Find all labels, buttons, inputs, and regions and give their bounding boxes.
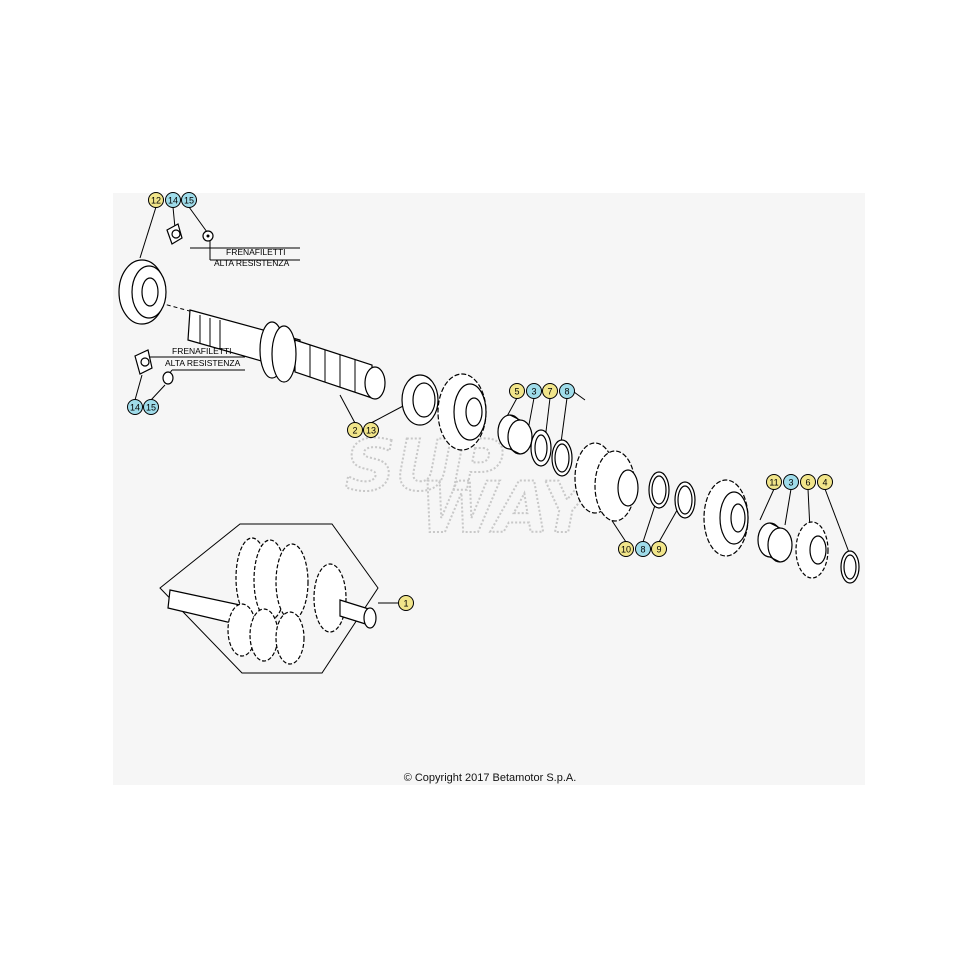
callout-bubble [635,541,651,557]
callout-3: 3 [783,474,799,490]
callout-bubble [559,383,575,399]
callout-number: 3 [531,387,536,397]
callout-number: 9 [656,545,661,555]
callout-number: 2 [352,426,357,436]
callout-bubble [542,383,558,399]
washer-b [648,471,696,519]
callout-number: 11 [769,478,778,488]
callout-6: 6 [800,474,816,490]
callout-number: 7 [547,387,552,397]
callout-7: 7 [542,383,558,399]
callouts: 12 14 15 14 15 2 13 5 3 7 8 10 8 9 11 3 6 4 1 [127,192,833,611]
callout-bubble [165,192,181,208]
copyright-text: © Copyright 2017 Betamotor S.p.A. [403,772,577,784]
callout-8: 8 [635,541,651,557]
callout-number: 1 [403,599,408,609]
callout-2: 2 [347,422,363,438]
callout-3: 3 [526,383,542,399]
callout-number: 14 [130,403,140,413]
gear-c [703,479,749,557]
callout-bubble [509,383,525,399]
callout-number: 5 [514,387,519,397]
note-left-line2: ALTA RESISTENZA [165,358,241,368]
callout-number: 10 [621,545,631,555]
callout-bubble [526,383,542,399]
callout-bubble [363,422,379,438]
main-shaft [118,223,439,426]
callout-5: 5 [509,383,525,399]
bearing-left [118,259,167,325]
note-left-line1: FRENAFILETTI [172,346,232,356]
callout-number: 6 [805,478,810,488]
needle-bearing-b [757,522,793,563]
callout-bubble [148,192,164,208]
callout-bubble [181,192,197,208]
callout-number: 15 [184,196,194,206]
callout-14: 14 [127,399,143,415]
callout-number: 4 [822,478,827,488]
note-left: FRENAFILETTI ALTA RESISTENZA [165,346,241,368]
callout-bubble [347,422,363,438]
gear-b [574,442,639,522]
callout-15: 15 [181,192,197,208]
note-top-line2: ALTA RESISTENZA [214,258,290,268]
callout-number: 15 [146,403,156,413]
bearing-right [401,374,439,426]
callout-8: 8 [559,383,575,399]
callout-number: 14 [168,196,178,206]
callout-9: 9 [651,541,667,557]
watermark-line2: WAY [420,467,598,549]
primary-shaft [187,309,386,400]
needle-bearing-a [497,414,533,455]
callout-bubble [398,595,414,611]
callout-number: 3 [788,478,793,488]
callout-1: 1 [398,595,414,611]
note-top: FRENAFILETTI ALTA RESISTENZA [214,247,290,268]
gear-a [437,373,487,451]
callout-bubble [783,474,799,490]
callout-bubble [817,474,833,490]
callout-number: 12 [151,196,161,206]
callout-bubble [618,541,634,557]
callout-15: 15 [143,399,159,415]
callout-10: 10 [618,541,634,557]
washer-c [840,550,860,584]
callout-4: 4 [817,474,833,490]
washer-a [530,429,573,477]
note-top-line1: FRENAFILETTI [226,247,286,257]
lock-plate-left [134,349,174,385]
callout-11: 11 [766,474,782,490]
assembly-inset [159,523,379,674]
callout-bubble [766,474,782,490]
lock-plate-top [166,223,214,245]
callout-bubble [143,399,159,415]
callout-13: 13 [363,422,379,438]
callout-14: 14 [165,192,181,208]
gear-d [795,521,829,579]
callout-bubble [651,541,667,557]
callout-number: 13 [366,426,376,436]
callout-number: 8 [564,387,569,397]
callout-bubble [800,474,816,490]
gear-stack [437,373,860,584]
callout-number: 8 [640,545,645,555]
callout-bubble [127,399,143,415]
callout-12: 12 [148,192,164,208]
